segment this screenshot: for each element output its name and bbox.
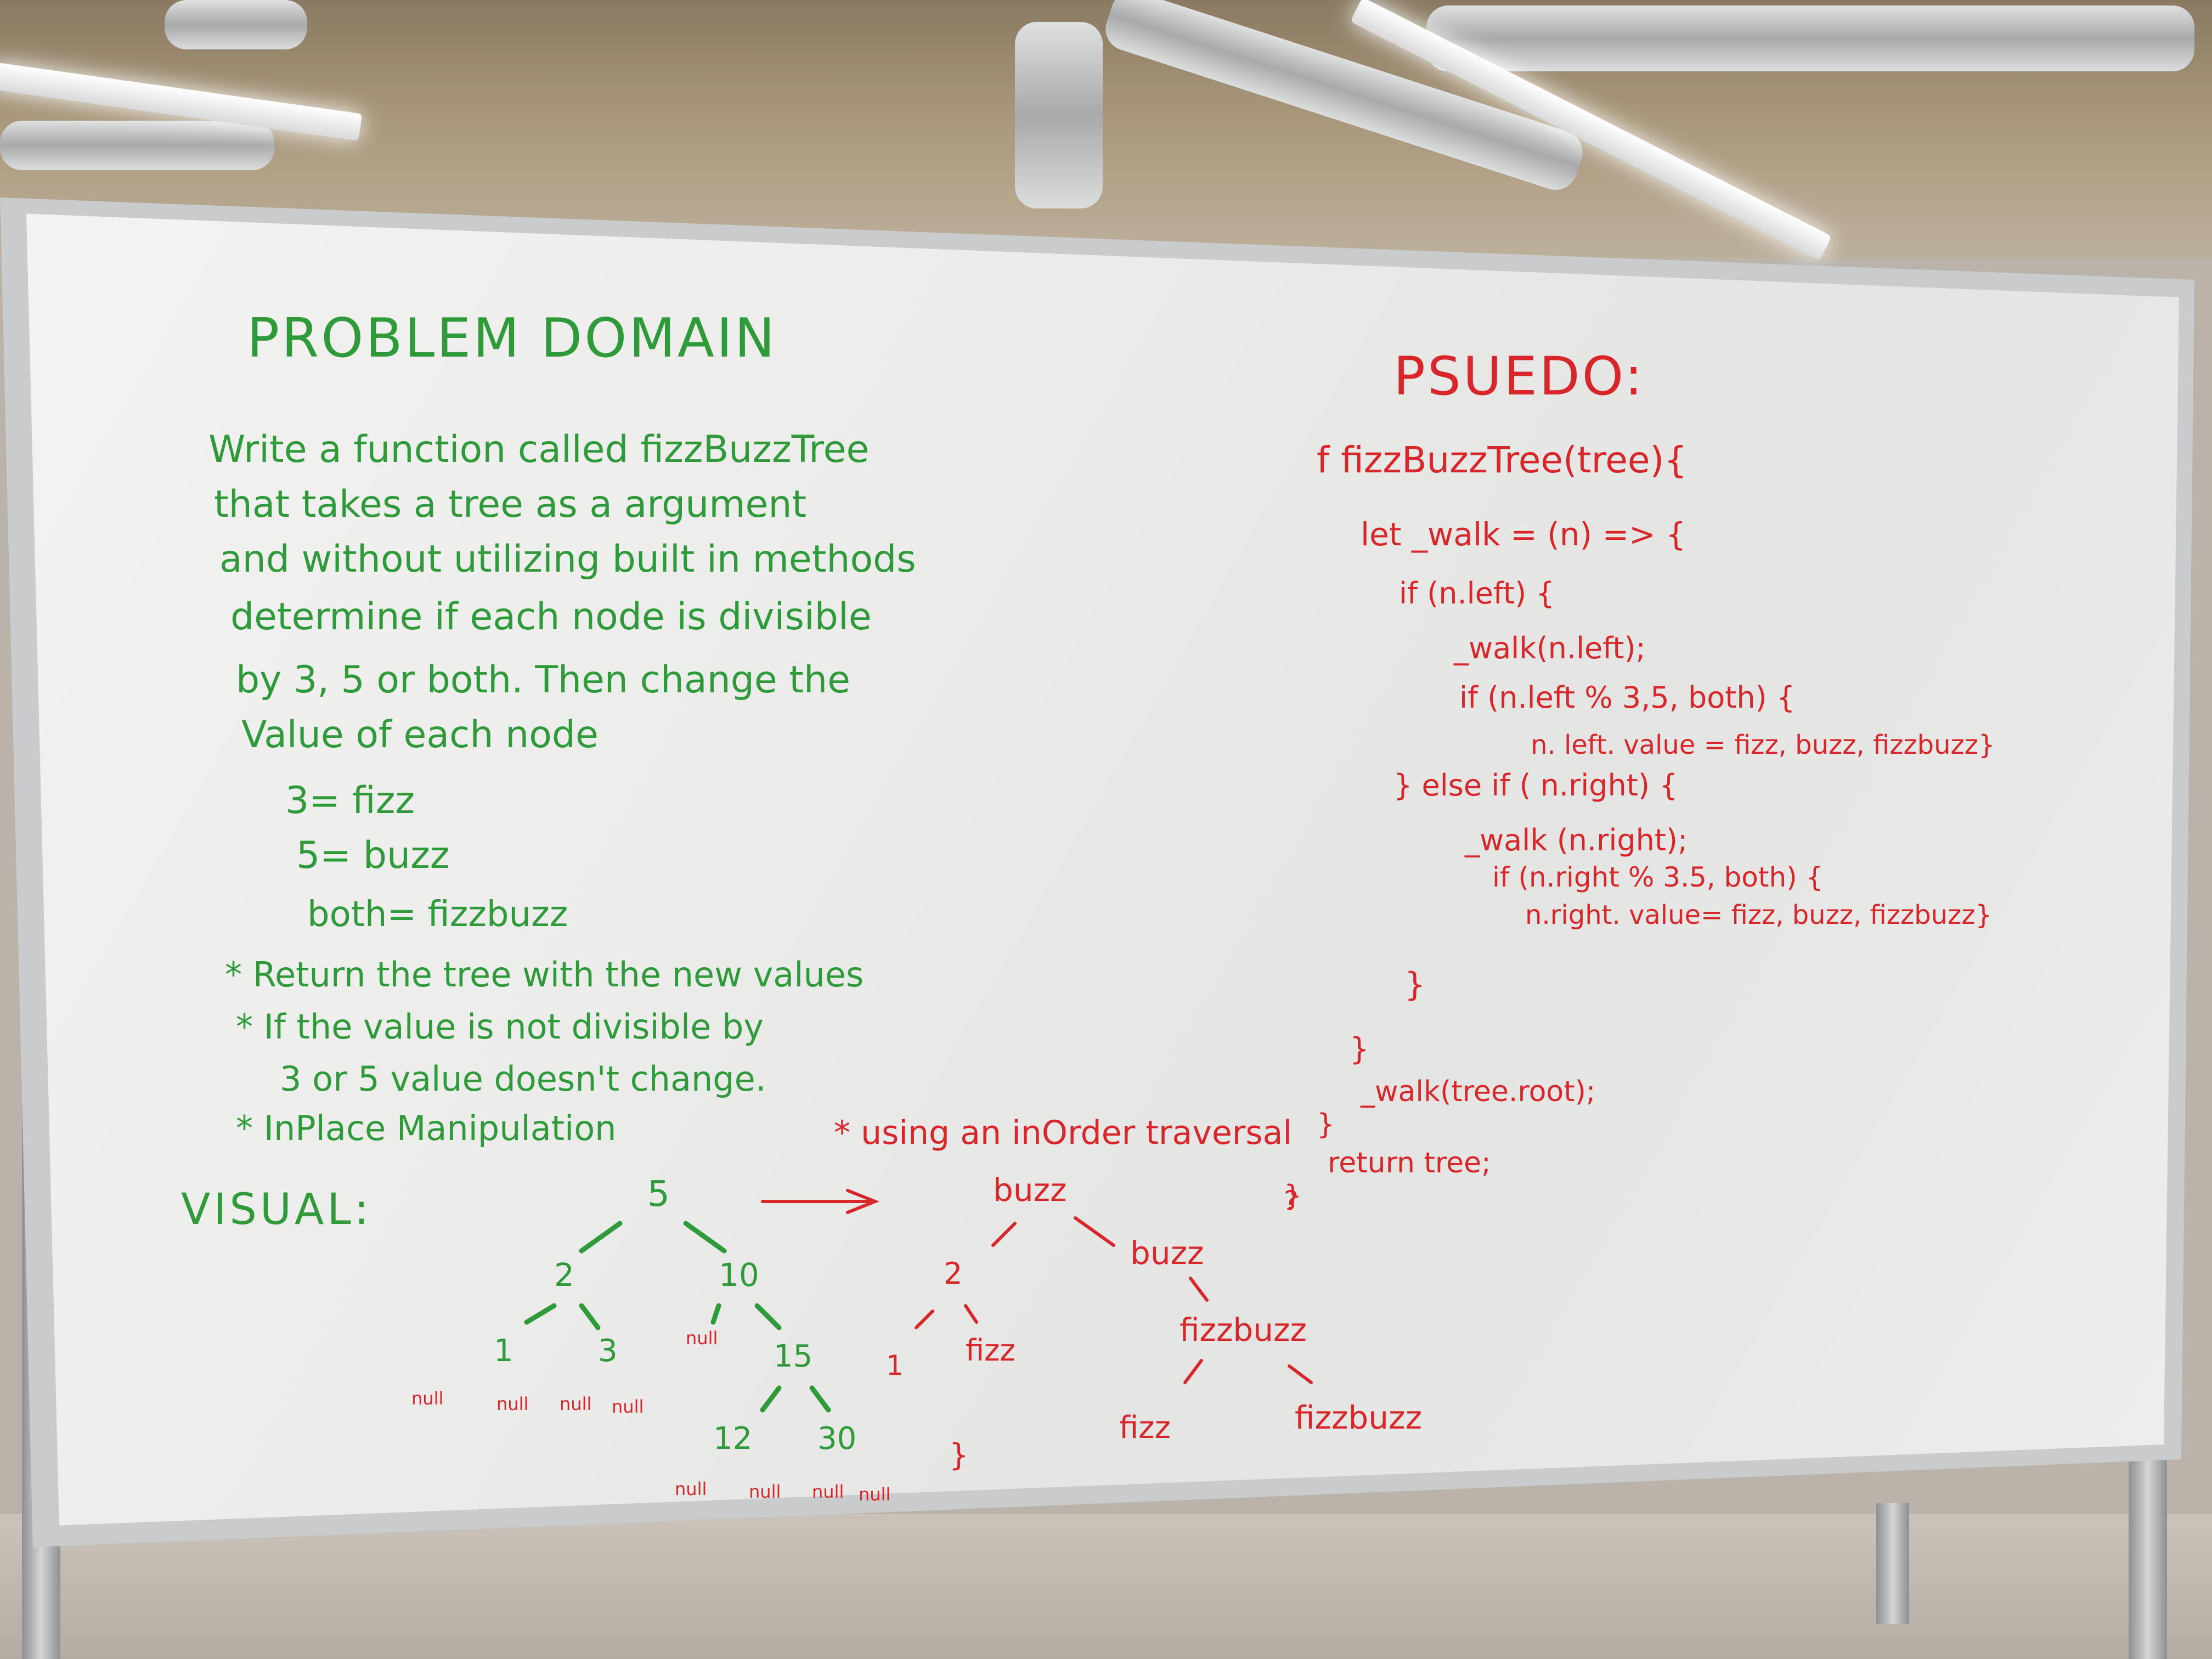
pseudo-line: } bbox=[1404, 966, 1426, 1004]
rule-buzz: 5= buzz bbox=[296, 834, 450, 877]
problem-line: Write a function called fizzBuzzTree bbox=[208, 428, 870, 471]
tree-null-leaf: null bbox=[612, 1396, 644, 1417]
tree-null-leaf: null bbox=[749, 1481, 781, 1502]
ceiling-duct bbox=[1015, 22, 1103, 208]
pseudo-line: return tree; bbox=[1328, 1147, 1491, 1180]
problem-line: Value of each node bbox=[241, 713, 599, 757]
stray-mark: ? bbox=[1284, 1185, 1299, 1217]
stray-mark: } bbox=[949, 1437, 969, 1473]
tree-null-leaf: null bbox=[675, 1479, 707, 1499]
tree-result-node: 2 bbox=[944, 1256, 963, 1291]
tree-null-leaf: null bbox=[560, 1393, 592, 1414]
tree-node: 15 bbox=[774, 1339, 813, 1374]
tree-result-node: fizz bbox=[1119, 1410, 1171, 1446]
tree-null-leaf: null bbox=[859, 1484, 891, 1505]
problem-line: by 3, 5 or both. Then change the bbox=[236, 658, 850, 702]
floor bbox=[0, 1514, 2212, 1659]
tree-result-node: buzz bbox=[1130, 1234, 1204, 1272]
tree-node: 2 bbox=[554, 1256, 574, 1294]
pseudo-line: _walk(tree.root); bbox=[1361, 1075, 1596, 1108]
ceiling-duct bbox=[165, 0, 307, 49]
ceiling-duct bbox=[1426, 5, 2194, 71]
pseudo-line: f fizzBuzzTree(tree){ bbox=[1317, 439, 1688, 481]
problem-line: and without utilizing built in methods bbox=[219, 538, 916, 581]
pseudo-line: if (n.right % 3.5, both) { bbox=[1492, 861, 1824, 893]
note-line: * If the value is not divisible by bbox=[236, 1007, 764, 1047]
pseudo-line: } else if ( n.right) { bbox=[1393, 768, 1678, 803]
tree-node: 10 bbox=[719, 1256, 759, 1294]
whiteboard bbox=[26, 213, 2179, 1526]
tree-result-node: 1 bbox=[886, 1350, 904, 1381]
pseudo-line: _walk(n.left); bbox=[1454, 631, 1646, 665]
tree-result-node: buzz bbox=[993, 1171, 1067, 1209]
problem-domain-title: PROBLEM DOMAIN bbox=[247, 307, 777, 370]
tree-result-node: fizzbuzz bbox=[1180, 1311, 1307, 1348]
pseudo-title: PSUEDO: bbox=[1393, 346, 1645, 407]
stand-foot bbox=[1876, 1503, 1909, 1624]
pseudo-line: } bbox=[1317, 1108, 1335, 1141]
tree-null-leaf: null bbox=[812, 1481, 844, 1502]
problem-line: determine if each node is divisible bbox=[230, 595, 872, 639]
pseudo-line: if (n.left) { bbox=[1399, 576, 1555, 611]
note-line: 3 or 5 value doesn't change. bbox=[280, 1059, 766, 1099]
note-line: * InPlace Manipulation bbox=[236, 1108, 617, 1148]
ceiling-duct bbox=[0, 121, 274, 170]
tree-result-node: fizzbuzz bbox=[1295, 1399, 1422, 1436]
tree-null-leaf: null bbox=[686, 1328, 718, 1348]
tree-node: 3 bbox=[598, 1333, 618, 1369]
tree-result-node: fizz bbox=[966, 1333, 1015, 1368]
rule-fizz: 3= fizz bbox=[285, 779, 415, 822]
pseudo-line: n. left. value = fizz, buzz, fizzbuzz} bbox=[1531, 730, 1995, 760]
tree-null-leaf: null bbox=[496, 1393, 529, 1414]
note-line: * Return the tree with the new values bbox=[225, 955, 864, 995]
pseudo-line: if (n.left % 3,5, both) { bbox=[1459, 680, 1796, 715]
pseudo-line: } bbox=[1284, 1180, 1302, 1212]
pseudo-line: let _walk = (n) => { bbox=[1361, 516, 1686, 553]
tree-node: 12 bbox=[713, 1421, 753, 1457]
visual-label: VISUAL: bbox=[181, 1185, 373, 1234]
tree-node: 1 bbox=[494, 1333, 514, 1369]
pseudo-line: _walk (n.right); bbox=[1465, 823, 1688, 857]
inorder-note: * using an inOrder traversal bbox=[834, 1114, 1293, 1152]
pseudo-line: n.right. value= fizz, buzz, fizzbuzz} bbox=[1525, 900, 1992, 930]
tree-node: 5 bbox=[647, 1174, 670, 1215]
problem-line: that takes a tree as a argument bbox=[214, 483, 807, 526]
rule-fizzbuzz: both= fizzbuzz bbox=[307, 894, 568, 935]
pseudo-line: } bbox=[1350, 1031, 1369, 1067]
tree-null-leaf: null bbox=[411, 1388, 444, 1409]
tree-node: 30 bbox=[817, 1421, 857, 1457]
